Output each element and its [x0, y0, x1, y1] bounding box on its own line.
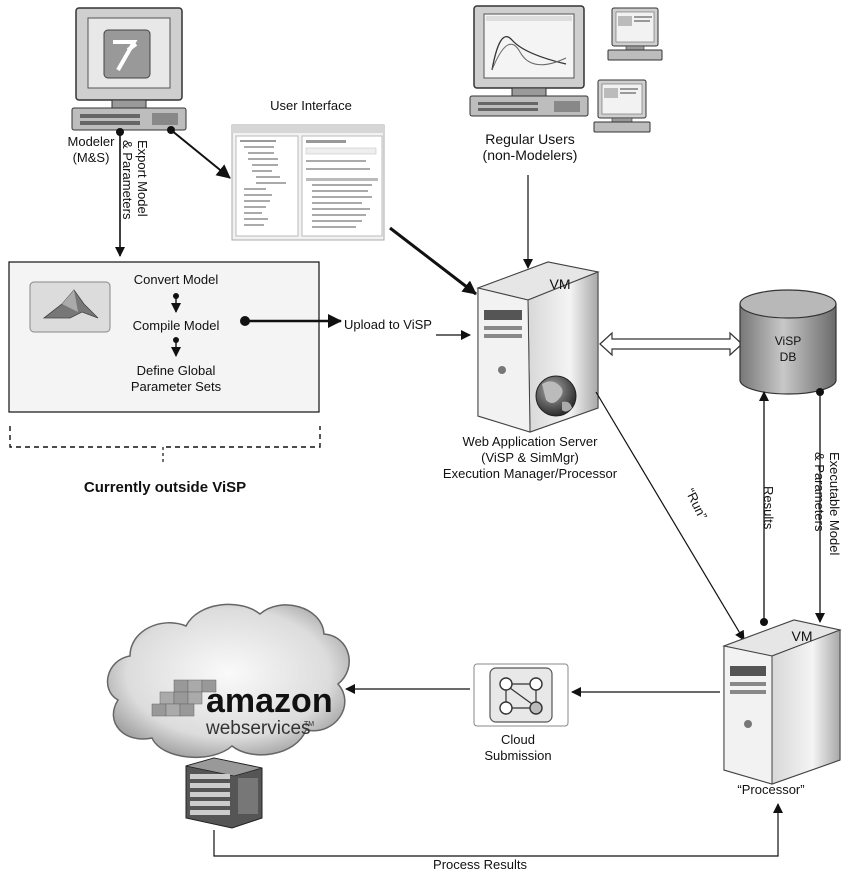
modeler-computer-icon [71, 7, 187, 131]
executable-label-line2: & Parameters [812, 452, 827, 532]
server-label-line2: (ViSP & SimMgr) [481, 450, 579, 465]
regular-users-line1: Regular Users [485, 131, 575, 147]
user-interface-screenshot [231, 124, 385, 241]
arrow-modeler-to-ui [170, 129, 231, 179]
server-label-line3: Execution Manager/Processor [442, 466, 618, 481]
server-rack-icon [185, 757, 263, 829]
processor-server-icon [722, 619, 842, 785]
globe-icon [535, 375, 577, 417]
currently-outside-visp-label: Currently outside ViSP [83, 479, 247, 496]
process-results-label: Process Results [433, 857, 527, 872]
aws-cloud-icon [106, 603, 350, 759]
executable-model-label: Executable Model & Parameters [812, 452, 842, 555]
export-label-line2: & Parameters [120, 140, 135, 220]
upload-to-visp-label: Upload to ViSP [344, 317, 432, 332]
compile-model-label: Compile Model [132, 318, 220, 333]
processor-label: “Processor” [737, 782, 805, 797]
cloud-submission-line2: Submission [484, 748, 552, 763]
visp-db-label: ViSP DB [760, 333, 816, 365]
cloud-submission-line1: Cloud [501, 732, 535, 747]
server-vm-label: VM [549, 276, 571, 292]
executable-label-line1: Executable Model [827, 452, 842, 556]
arrow-ui-to-server [389, 226, 477, 296]
define-label-line2: Parameter Sets [130, 379, 222, 394]
cloud-submission-label: Cloud Submission [468, 732, 568, 764]
amazon-wordmark: amazon [206, 682, 333, 720]
visp-db-icon [739, 289, 837, 395]
server-label-line1: Web Application Server [462, 434, 598, 449]
results-label: Results [761, 486, 776, 530]
export-label-line1: Export Model [135, 140, 150, 217]
regular-users-line2: (non-Modelers) [482, 147, 578, 163]
export-model-label: Export Model & Parameters [120, 140, 150, 219]
arrow-process-results [213, 803, 783, 857]
regular-user-computer-icon [469, 5, 589, 117]
visp-db-line1: ViSP [774, 334, 802, 348]
define-parameter-sets-label: Define Global Parameter Sets [116, 363, 236, 395]
matlab-logo-icon [29, 281, 111, 333]
processor-vm-label: VM [791, 628, 813, 644]
regular-user-computer-small-icon [607, 7, 663, 61]
regular-user-computer-small-icon [593, 79, 651, 133]
define-label-line1: Define Global [136, 363, 216, 378]
web-application-server-label: Web Application Server (ViSP & SimMgr) E… [420, 434, 640, 482]
modeler-label: Modeler (M&S) [56, 134, 126, 166]
outside-visp-bracket [9, 426, 321, 448]
cloud-submission-icon [473, 663, 569, 727]
modeler-label-line2: (M&S) [72, 150, 110, 165]
connector-dot [760, 618, 768, 626]
webservices-wordmark: webservices [205, 718, 311, 739]
regular-users-label: Regular Users (non-Modelers) [470, 131, 590, 163]
server-db-double-arrow [599, 331, 743, 357]
web-server-icon [476, 261, 600, 433]
visp-db-line2: DB [779, 350, 797, 364]
modeler-label-line1: Modeler [67, 134, 115, 149]
trademark-mark: TM [304, 721, 314, 728]
convert-model-label: Convert Model [133, 272, 219, 287]
user-interface-label: User Interface [270, 98, 352, 113]
arrow-run-to-processor [595, 391, 745, 641]
